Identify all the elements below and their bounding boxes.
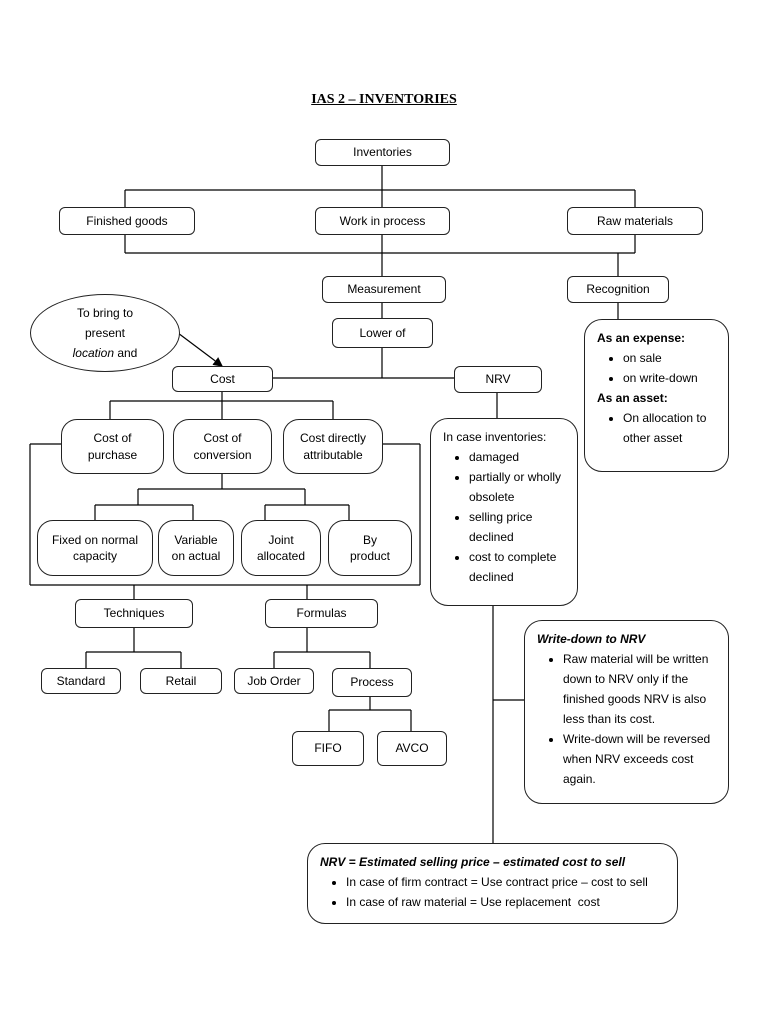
nrv-cases-panel: In case inventories: damaged partially o…	[430, 418, 578, 606]
node-line: By	[362, 532, 377, 547]
node-line: on actual	[171, 549, 221, 563]
node-line: Cost directly	[299, 431, 367, 446]
oval-line-3-rest: and	[114, 346, 138, 360]
node-finished-goods: Finished goods	[59, 207, 195, 235]
node-line: Variable	[174, 532, 218, 547]
node-fixed-on-normal-capacity: Fixed on normal capacity	[37, 520, 153, 576]
nrv-case-item: partially or wholly obsolete	[469, 467, 565, 507]
node-standard: Standard	[41, 668, 121, 694]
asset-heading: As an asset:	[597, 391, 668, 405]
oval-italic-word: location	[72, 346, 114, 360]
node-by-product: By product	[328, 520, 412, 576]
writedown-panel: Write-down to NRV Raw material will be w…	[524, 620, 729, 804]
node-line: Cost of	[203, 431, 242, 446]
nrv-case-item: damaged	[469, 447, 565, 467]
expense-item: on write-down	[623, 368, 716, 388]
nrv-formula-item: In case of firm contract = Use contract …	[346, 872, 665, 892]
node-line: capacity	[72, 549, 117, 563]
node-nrv: NRV	[454, 366, 542, 393]
node-cost: Cost	[172, 366, 273, 392]
node-lower-of: Lower of	[332, 318, 433, 348]
expense-item: on sale	[623, 348, 716, 368]
node-line: product	[349, 549, 391, 563]
node-recognition: Recognition	[567, 276, 669, 303]
oval-line-3: location and	[73, 343, 138, 363]
node-line: attributable	[303, 447, 363, 462]
node-work-in-process: Work in process	[315, 207, 450, 235]
node-raw-materials: Raw materials	[567, 207, 703, 235]
node-line: Fixed on normal	[51, 532, 139, 547]
nrv-cases-heading: In case inventories:	[443, 430, 547, 444]
node-line: purchase	[87, 447, 138, 462]
node-measurement: Measurement	[322, 276, 446, 303]
nrv-formula-panel: NRV = Estimated selling price – estimate…	[307, 843, 678, 924]
writedown-heading: Write-down to NRV	[537, 632, 646, 646]
nrv-case-item: selling price declined	[469, 507, 565, 547]
node-line: conversion	[193, 447, 252, 462]
asset-item: On allocation to other asset	[623, 408, 716, 448]
expense-heading: As an expense:	[597, 331, 686, 345]
nrv-formula-item: In case of raw material = Use replacemen…	[346, 892, 665, 912]
oval-line-1: To bring to	[76, 306, 134, 320]
oval-line-2: present	[84, 326, 125, 340]
recognition-panel: As an expense: on sale on write-down As …	[584, 319, 729, 472]
nrv-formula-heading: NRV = Estimated selling price – estimate…	[320, 855, 626, 869]
node-variable-on-actual: Variable on actual	[158, 520, 234, 576]
writedown-item: Raw material will be written down to NRV…	[563, 649, 716, 729]
node-fifo: FIFO	[292, 731, 364, 766]
node-line: allocated	[256, 549, 306, 563]
oval-note: To bring to present location and	[30, 294, 180, 372]
node-line: Joint	[268, 532, 294, 547]
node-avco: AVCO	[377, 731, 447, 766]
node-job-order: Job Order	[234, 668, 314, 694]
writedown-item: Write-down will be reversed when NRV exc…	[563, 729, 716, 789]
node-process: Process	[332, 668, 412, 697]
node-inventories: Inventories	[315, 139, 450, 166]
page-title: IAS 2 – INVENTORIES	[311, 92, 457, 107]
node-formulas: Formulas	[265, 599, 378, 628]
node-retail: Retail	[140, 668, 222, 694]
node-techniques: Techniques	[75, 599, 193, 628]
node-joint-allocated: Joint allocated	[241, 520, 321, 576]
nrv-case-item: cost to complete declined	[469, 547, 565, 587]
node-line: Cost of	[93, 431, 132, 446]
